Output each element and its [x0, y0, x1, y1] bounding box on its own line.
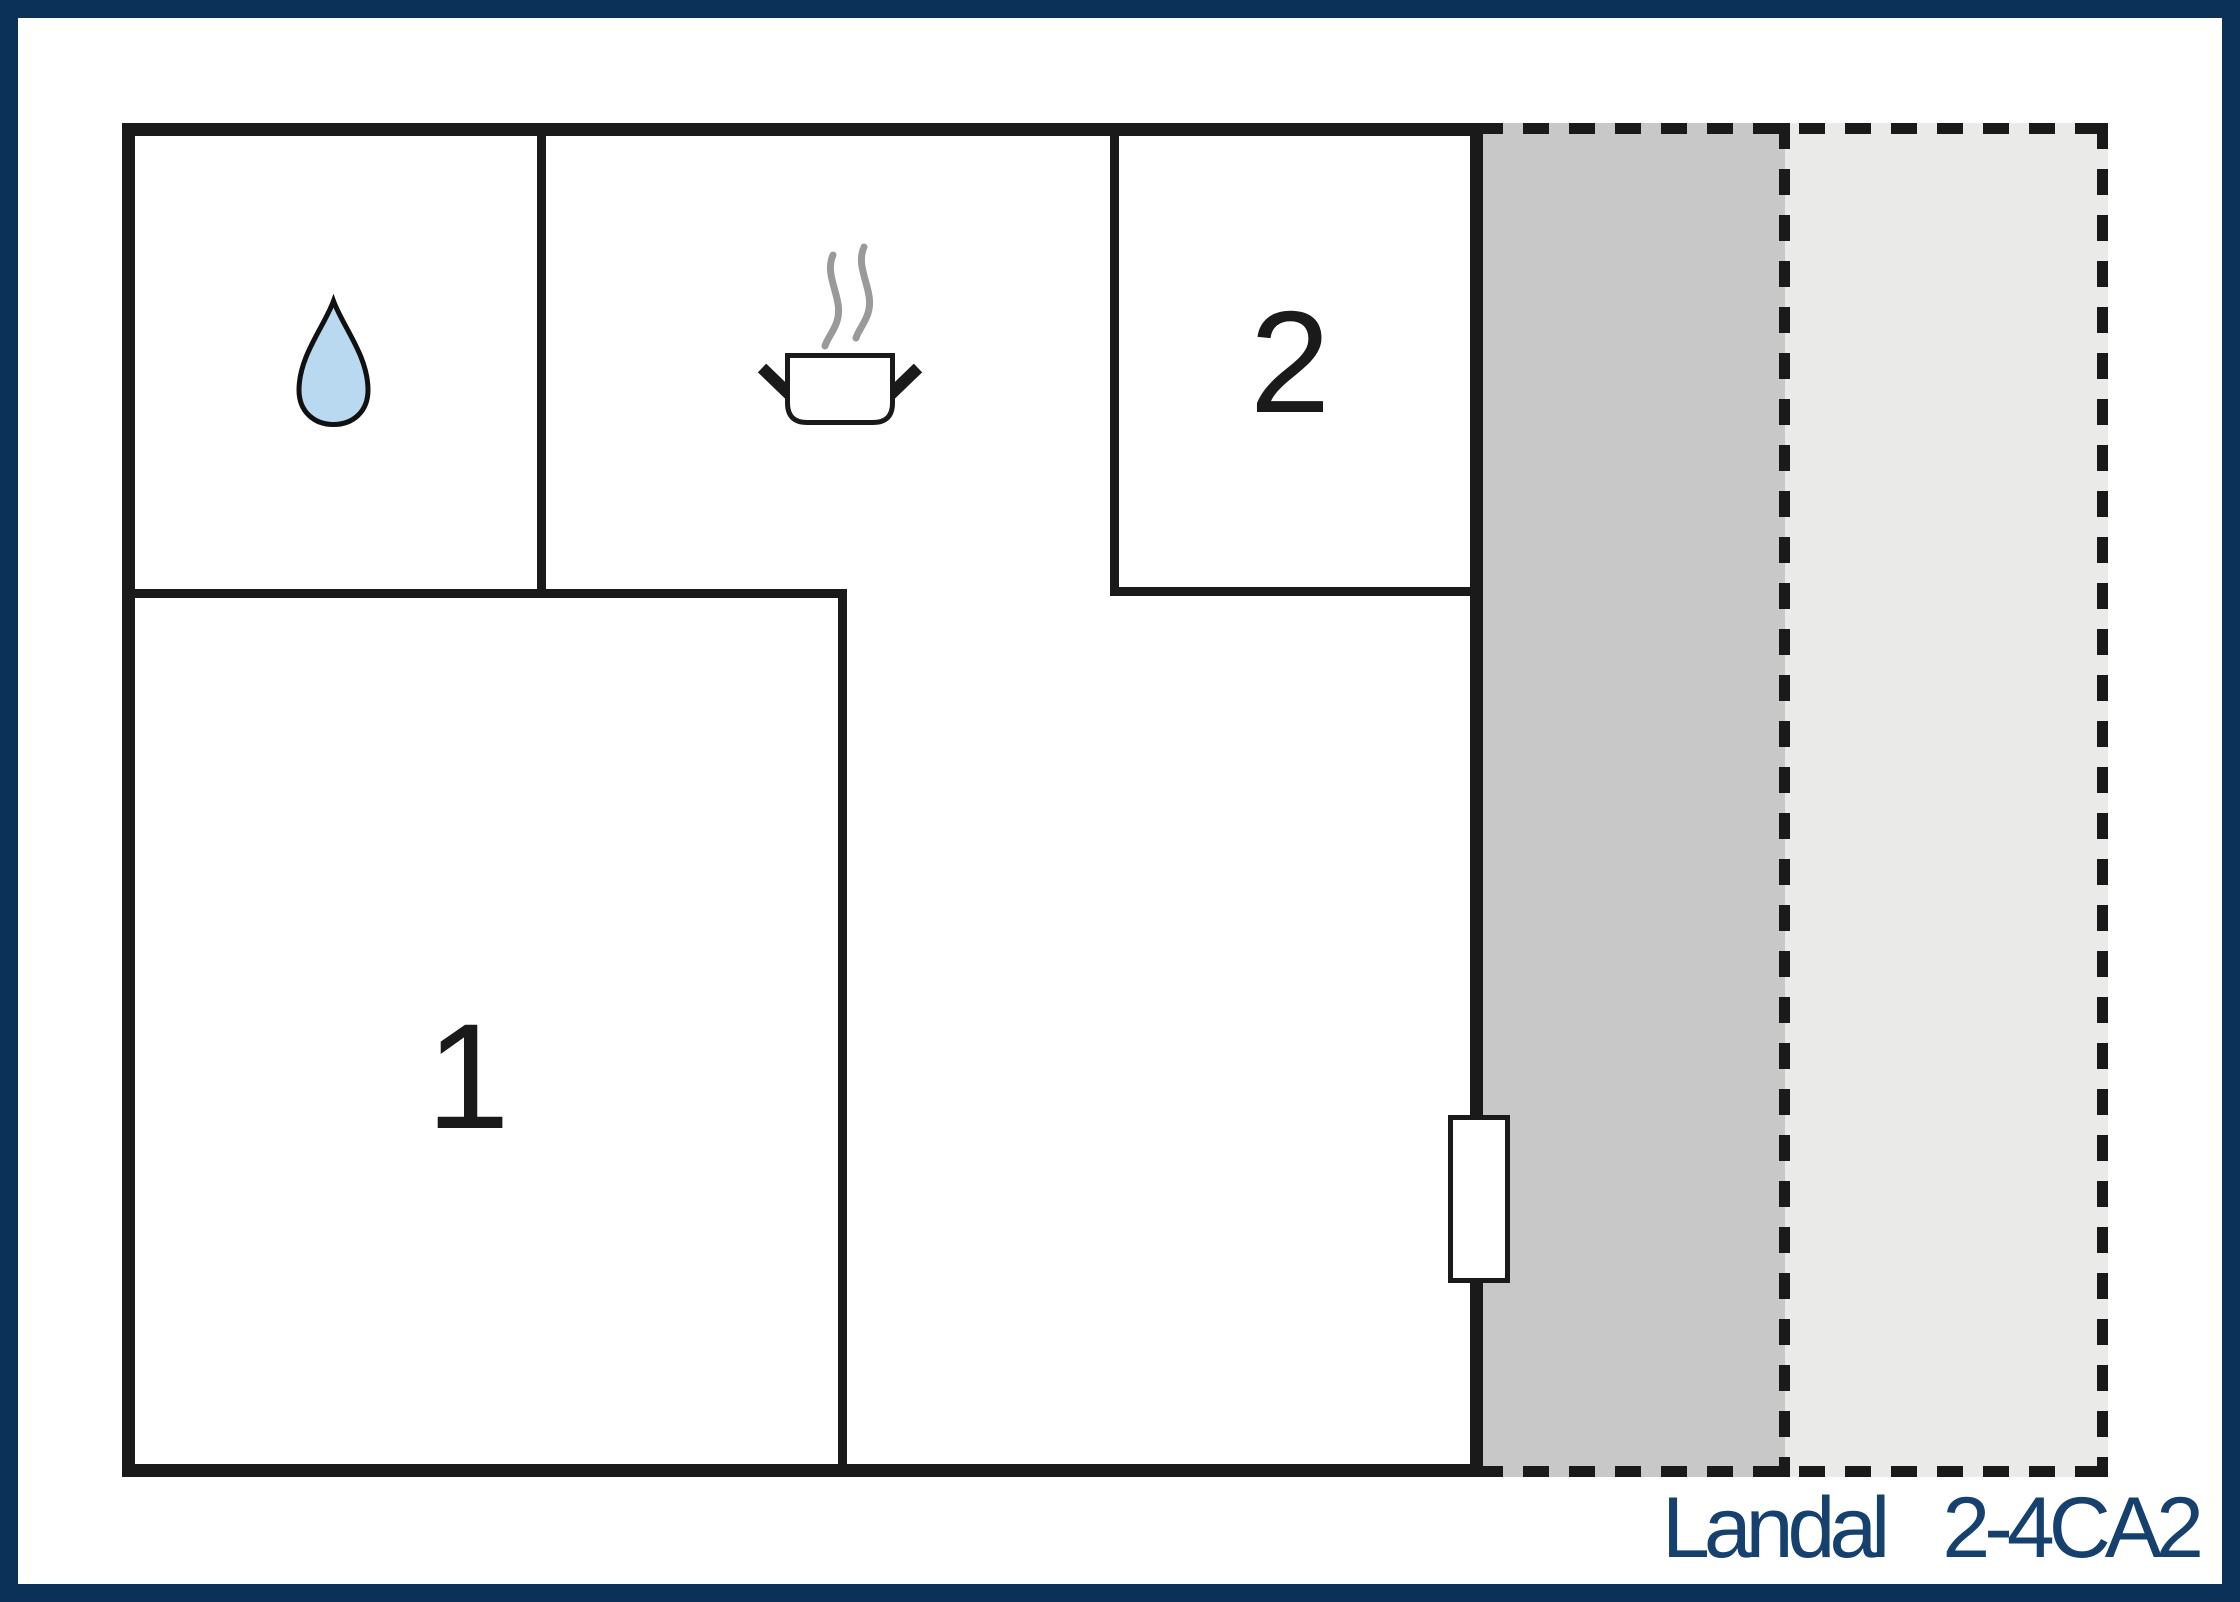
caption-code-text: 2-4CA2: [1942, 1480, 2200, 1576]
water-drop-icon: [296, 293, 371, 428]
pot-body: [785, 353, 895, 425]
room1-number-label: 1: [426, 992, 509, 1160]
interior-walls: [129, 130, 1476, 1470]
terrace-area: [1477, 123, 2108, 1477]
steaming-pot-icon: [757, 243, 923, 425]
terrace-open-area: [1785, 123, 2108, 1477]
door-marker: [1448, 1115, 1510, 1283]
caption: Landal 2-4CA2: [1662, 1480, 2206, 1576]
steam-wisp-left: [821, 251, 843, 350]
steam-wisp-right: [852, 243, 874, 342]
room2-number-label: 2: [1250, 281, 1331, 443]
steam-wisps: [821, 243, 874, 350]
caption-brand-text: Landal: [1662, 1480, 1885, 1576]
terrace-covered-area: [1483, 123, 1785, 1477]
